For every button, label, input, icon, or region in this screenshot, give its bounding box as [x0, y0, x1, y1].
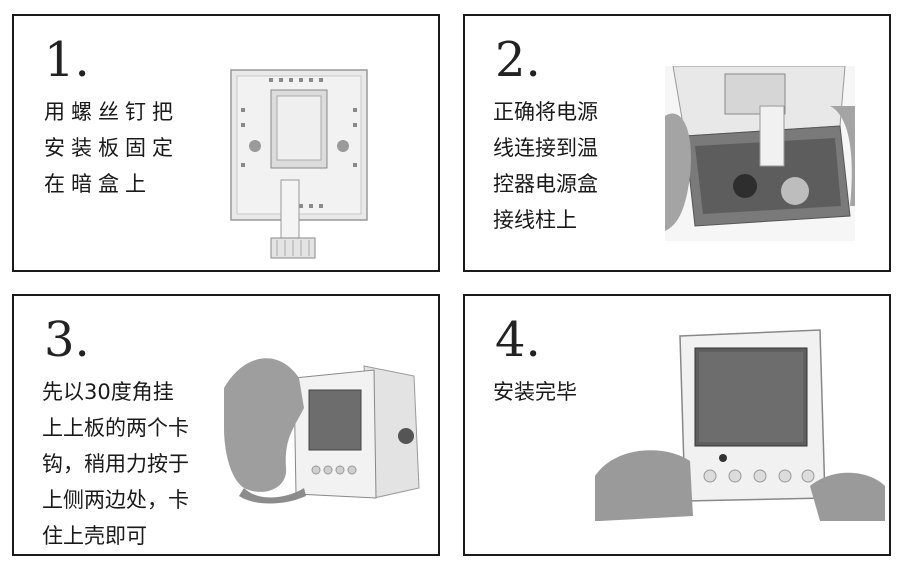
step-3-line: 钩，稍用力按于	[42, 452, 189, 476]
step-2-line: 线连接到温	[493, 136, 598, 160]
step-2-number: 2.	[495, 32, 541, 88]
step-1-line: 用螺丝钉把	[44, 100, 179, 124]
step-1-line: 安装板固定	[44, 136, 179, 160]
step-2-line: 正确将电源	[493, 100, 598, 124]
step-1-text: 用螺丝钉把 安装板固定 在暗盒上	[44, 94, 179, 202]
installed-thermostat-photo	[595, 326, 885, 521]
step-2-line: 接线柱上	[493, 208, 577, 232]
mounting-plate-photo	[229, 68, 369, 263]
step-3-line: 先以30度角挂	[42, 380, 174, 404]
step-1-panel: 1. 用螺丝钉把 安装板固定 在暗盒上	[12, 14, 440, 272]
step-3-line: 上侧两边处，卡	[42, 488, 189, 512]
step-3-line: 上上板的两个卡	[42, 416, 189, 440]
step-2-line: 控器电源盒	[493, 172, 598, 196]
step-4-panel: 4. 安装完毕	[463, 294, 891, 556]
wiring-photo	[665, 66, 855, 241]
step-1-number: 1.	[44, 32, 90, 88]
step-3-number: 3.	[44, 312, 90, 368]
step-4-line: 安装完毕	[493, 380, 577, 404]
step-4-text: 安装完毕	[493, 374, 577, 410]
step-2-text: 正确将电源 线连接到温 控器电源盒 接线柱上	[493, 94, 598, 238]
step-3-text: 先以30度角挂 上上板的两个卡 钩，稍用力按于 上侧两边处，卡 住上壳即可	[42, 374, 189, 554]
step-4-number: 4.	[495, 312, 541, 368]
step-3-line: 住上壳即可	[42, 524, 147, 548]
attaching-cover-photo	[224, 348, 429, 506]
step-1-line: 在暗盒上	[44, 172, 152, 196]
step-2-panel: 2. 正确将电源 线连接到温 控器电源盒 接线柱上	[463, 14, 891, 272]
step-3-panel: 3. 先以30度角挂 上上板的两个卡 钩，稍用力按于 上侧两边处，卡 住上壳即可	[12, 294, 440, 556]
